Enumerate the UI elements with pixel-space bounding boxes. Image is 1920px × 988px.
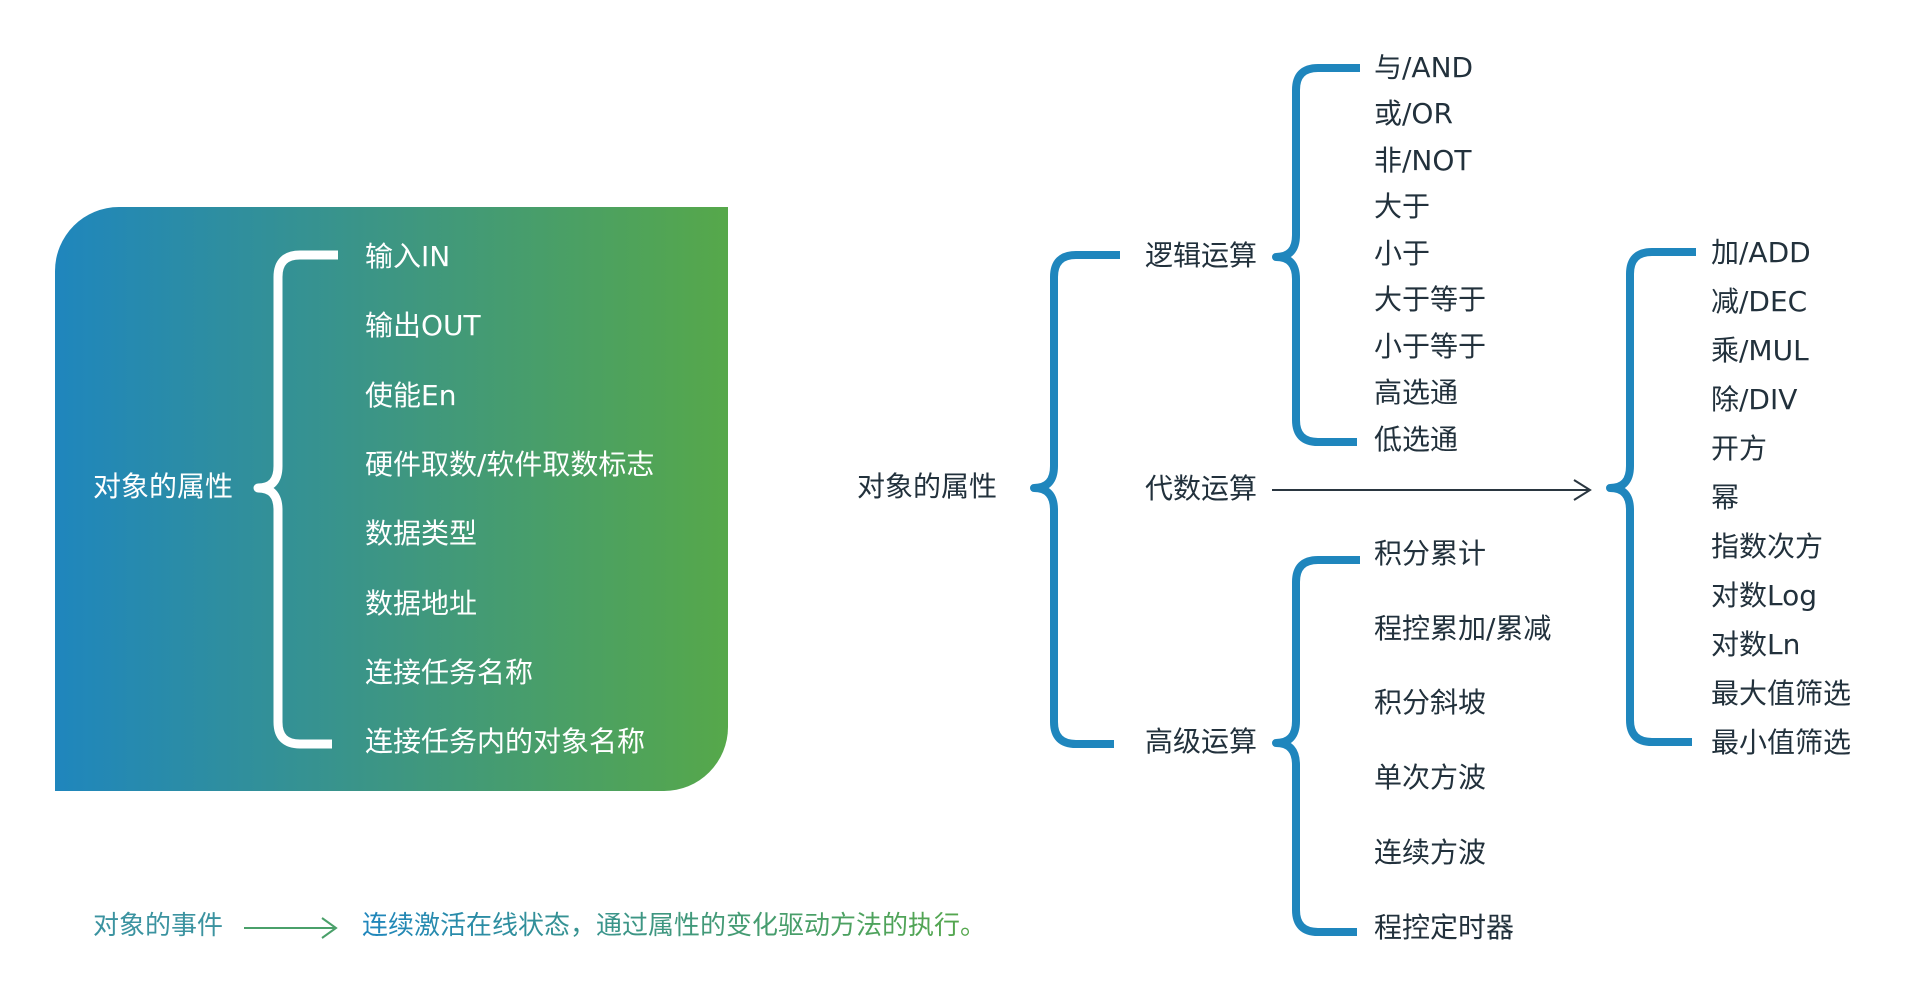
left-item-output: 输出OUT xyxy=(365,309,481,342)
logic-item-less: 小于 xyxy=(1374,237,1431,270)
left-item-data-type: 数据类型 xyxy=(365,517,478,550)
left-panel-brace xyxy=(253,250,338,749)
advanced-item-prog-timer: 程控定时器 xyxy=(1374,911,1515,944)
algebra-item-add: 加/ADD xyxy=(1711,236,1811,269)
algebra-item-min-filter: 最小值筛选 xyxy=(1711,726,1852,759)
left-item-task-object-name: 连接任务内的对象名称 xyxy=(365,725,646,758)
algebra-brace xyxy=(1606,248,1696,746)
advanced-brace xyxy=(1272,556,1360,936)
algebra-item-ln: 对数Ln xyxy=(1711,628,1801,661)
left-item-input: 输入IN xyxy=(365,240,451,273)
logic-brace xyxy=(1272,64,1360,446)
logic-item-greater: 大于 xyxy=(1374,190,1431,223)
algebra-arrow-head xyxy=(1573,479,1592,501)
left-item-enable: 使能En xyxy=(365,379,457,412)
logic-item-and: 与/AND xyxy=(1374,51,1474,84)
algebra-item-mul: 乘/MUL xyxy=(1711,334,1809,367)
algebra-category-label: 代数运算 xyxy=(1145,472,1258,505)
advanced-item-continuous-square: 连续方波 xyxy=(1374,836,1487,869)
main-brace xyxy=(1030,251,1120,748)
algebra-item-div: 除/DIV xyxy=(1711,383,1798,416)
logic-item-or: 或/OR xyxy=(1374,97,1453,130)
logic-item-less-equal: 小于等于 xyxy=(1374,330,1487,363)
advanced-item-prog-accumulate: 程控累加/累减 xyxy=(1374,612,1552,645)
logic-item-not: 非/NOT xyxy=(1374,144,1472,177)
algebra-item-sqrt: 开方 xyxy=(1711,432,1768,465)
algebra-item-exponent: 指数次方 xyxy=(1711,530,1824,563)
object-properties-panel xyxy=(55,207,728,791)
logic-item-greater-equal: 大于等于 xyxy=(1374,283,1487,316)
event-arrow-head xyxy=(321,917,338,939)
algebra-item-power: 幂 xyxy=(1711,481,1740,514)
event-description: 连续激活在线状态，通过属性的变化驱动方法的执行。 xyxy=(362,911,987,941)
left-item-task-name: 连接任务名称 xyxy=(365,656,534,689)
algebra-item-max-filter: 最大值筛选 xyxy=(1711,677,1852,710)
algebra-item-log: 对数Log xyxy=(1711,579,1818,612)
left-item-fetch-flag: 硬件取数/软件取数标志 xyxy=(365,448,655,481)
algebra-item-dec: 减/DEC xyxy=(1711,285,1808,318)
logic-item-low-select: 低选通 xyxy=(1374,423,1459,456)
left-item-data-address: 数据地址 xyxy=(365,587,478,620)
logic-category-label: 逻辑运算 xyxy=(1145,239,1258,272)
advanced-category-label: 高级运算 xyxy=(1145,725,1258,758)
advanced-item-integral: 积分累计 xyxy=(1374,537,1487,570)
right-root-label: 对象的属性 xyxy=(857,470,998,503)
advanced-item-single-square: 单次方波 xyxy=(1374,761,1487,794)
left-root-label: 对象的属性 xyxy=(93,470,234,503)
event-title: 对象的事件 xyxy=(93,911,224,941)
logic-item-high-select: 高选通 xyxy=(1374,376,1459,409)
advanced-item-integral-ramp: 积分斜坡 xyxy=(1374,686,1487,719)
